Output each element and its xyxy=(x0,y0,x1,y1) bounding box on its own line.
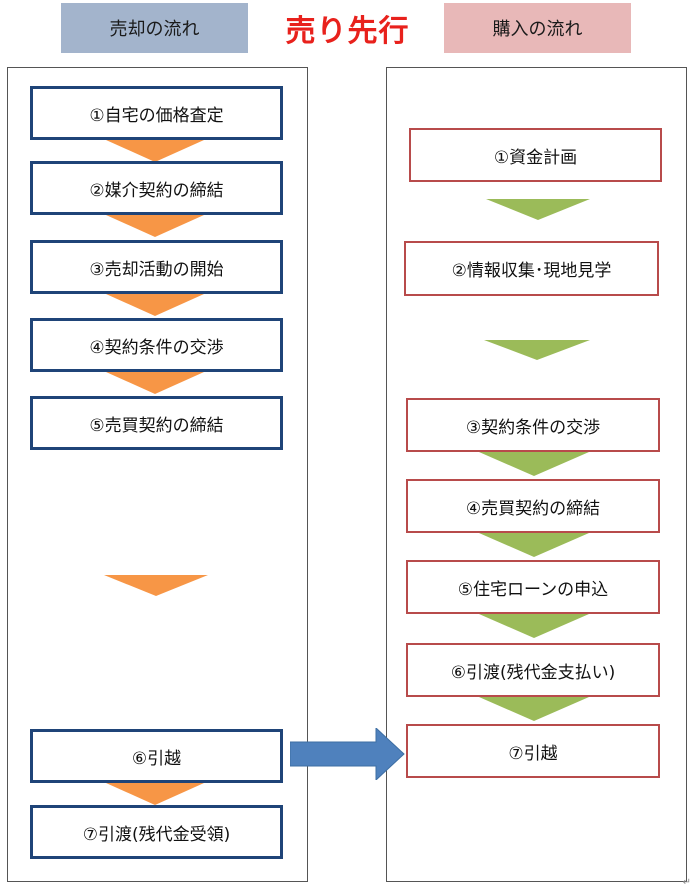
buy-flow-arrow-icon xyxy=(486,199,590,220)
buy-flow-arrow-icon xyxy=(479,697,589,721)
sell-step-2: ②媒介契約の締結 xyxy=(30,161,283,215)
sell-step-3: ③売却活動の開始 xyxy=(30,240,283,294)
sell-step-5: ⑤売買契約の締結 xyxy=(30,396,283,450)
page-title: 売り先行 xyxy=(285,14,410,49)
buy-step-3: ③契約条件の交渉 xyxy=(406,398,660,452)
buy-step-6: ⑥引渡(残代金支払い) xyxy=(406,643,660,697)
sell-step-7: ⑦引渡(残代金受領) xyxy=(30,805,283,859)
right-arrow-icon xyxy=(290,728,405,780)
buy-step-4: ④売買契約の締結 xyxy=(406,479,660,533)
sell-flow-header: 売却の流れ xyxy=(61,3,248,53)
buy-step-2: ②情報収集･現地見学 xyxy=(404,241,659,296)
buy-flow-arrow-icon xyxy=(479,452,589,476)
sell-flow-arrow-icon xyxy=(106,372,204,394)
buy-flow-header: 購入の流れ xyxy=(444,3,631,53)
paragraph-mark-icon: ↵ xyxy=(682,877,691,888)
sell-flow-arrow-icon xyxy=(104,575,208,596)
sell-flow-arrow-icon xyxy=(106,294,204,316)
buy-flow-arrow-icon xyxy=(484,340,590,360)
buy-step-5: ⑤住宅ローンの申込 xyxy=(406,560,660,614)
buy-step-1: ①資金計画 xyxy=(409,128,662,182)
sell-flow-arrow-icon xyxy=(106,215,204,237)
sell-step-1: ①自宅の価格査定 xyxy=(30,86,283,140)
buy-flow-arrow-icon xyxy=(479,533,589,557)
buy-flow-arrow-icon xyxy=(479,614,589,638)
buy-step-7: ⑦引越 xyxy=(406,724,660,778)
sell-flow-arrow-icon xyxy=(106,783,204,805)
sell-step-4: ④契約条件の交渉 xyxy=(30,318,283,372)
sell-flow-arrow-icon xyxy=(106,140,204,162)
sell-step-6: ⑥引越 xyxy=(30,729,283,783)
